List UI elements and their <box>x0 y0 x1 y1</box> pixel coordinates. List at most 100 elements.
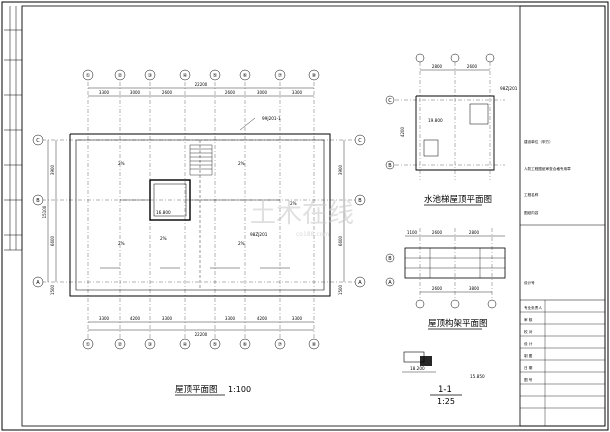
dim-right-seg: 3900 <box>338 164 343 175</box>
roof-outline <box>69 133 331 297</box>
row-bubble-label: B <box>388 256 392 262</box>
column-bubble-label: ③ <box>148 73 152 79</box>
column-bubble-label: ⑦ <box>278 73 283 79</box>
title-block-date: 日 期 <box>524 365 533 370</box>
title-block-content: 图纸内容 <box>524 210 539 215</box>
stair-hatch <box>189 144 213 176</box>
dim-bottom-seg: 3300 <box>292 316 303 321</box>
dim-left-seg: 6600 <box>50 235 55 246</box>
dim-tank-left: 4200 <box>400 126 405 137</box>
title-block-client: 建设单位（甲方） <box>524 139 553 144</box>
dim-frame-bottom: 2600 <box>432 286 443 291</box>
roof-plan-grid <box>42 82 355 338</box>
dim-tank-top: 2800 <box>432 64 443 69</box>
tank-roof-plan: C B 2800 2600 4200 19.800 98ZJ201 水池梯屋顶平… <box>385 53 518 206</box>
column-bubble-label: ⑧ <box>312 73 317 79</box>
ref-code: 98ZJ201 <box>500 86 518 91</box>
column-bubble-label: ⑥ <box>243 342 248 348</box>
title-block-design-no: 设计号 <box>524 280 535 285</box>
roof-plan: ① ② ③ ④ ⑤ ⑥ ⑦ ⑧ ① ② ③ ④ ⑤ <box>32 69 366 396</box>
column-bubble-label: ⑤ <box>213 73 217 79</box>
dim-right-seg: 1500 <box>338 284 343 295</box>
slope-mark: 2% <box>160 236 167 241</box>
column-bubble-label: ⑥ <box>243 73 248 79</box>
dim-right-seg: 6600 <box>338 235 343 246</box>
section-elevation: 15.850 <box>470 374 485 379</box>
title-block-sheet-no: 图 号 <box>524 377 533 382</box>
row-bubble-label: C <box>358 138 362 144</box>
dim-bottom-seg: 4200 <box>130 316 141 321</box>
dim-bottom-seg: 3300 <box>99 316 110 321</box>
slope-mark: 2% <box>238 161 245 166</box>
dim-bottom-seg: 3300 <box>162 316 173 321</box>
row-bubble-label: B <box>358 198 362 204</box>
section-1-1: 18.200 1-1 1:25 15.850 <box>402 351 485 406</box>
roof-plan-row-bubbles: C B A C B A <box>32 134 366 288</box>
watermark-brand: 土木在线 <box>250 199 354 229</box>
dim-top-seg: 2600 <box>162 90 173 95</box>
dim-top-seg: 3300 <box>292 90 303 95</box>
row-bubble-label: A <box>358 280 362 286</box>
title-block-review: 审 核 <box>524 317 533 322</box>
watermark-url: co188.com <box>296 231 329 238</box>
row-bubble-label: C <box>36 138 40 144</box>
frame-plan: B A 1100 2600 2800 2600 3800 屋顶构架平面图 <box>385 228 506 330</box>
dim-frame-top: 1100 <box>407 230 418 235</box>
drain-arrows <box>100 117 290 269</box>
dim-bottom-seg: 4200 <box>257 316 268 321</box>
elevation-label: 19.800 <box>428 118 443 123</box>
column-bubble-label: ④ <box>183 342 188 348</box>
dim-frame-bottom: 3800 <box>469 286 480 291</box>
tank-roof-title: 水池梯屋顶平面图 <box>424 194 492 205</box>
roof-plan-column-bubbles-bottom: ① ② ③ ④ ⑤ ⑥ ⑦ ⑧ <box>82 338 320 350</box>
title-block-design: 设 计 <box>524 341 533 346</box>
column-bubble-label: ① <box>86 73 91 79</box>
dim-top-seg: 3000 <box>130 90 141 95</box>
column-bubble-label: ⑦ <box>278 342 283 348</box>
row-bubble-label: A <box>388 280 392 286</box>
slope-mark: 2% <box>118 161 125 166</box>
ref-code: 98ZJ201 <box>250 232 268 237</box>
elevation-label: 16.800 <box>156 210 171 215</box>
row-bubble-label: B <box>36 198 40 204</box>
dim-left-seg: 1500 <box>50 284 55 295</box>
column-bubble-label: ② <box>118 342 123 348</box>
column-bubble-label: ⑧ <box>312 342 317 348</box>
dim-left-seg: 3900 <box>50 164 55 175</box>
dim-frame-top: 2800 <box>469 230 480 235</box>
row-bubble-label: A <box>36 280 40 286</box>
title-block: 建设单位（甲方） 人防工程图纸审查合格专用章 工程名称 图纸内容 设计号 专业负… <box>519 5 606 427</box>
dim-top-total: 22200 <box>195 82 208 87</box>
dim-tank-top: 2600 <box>467 64 478 69</box>
section-title: 1-1 <box>438 385 452 395</box>
slope-mark: 2% <box>238 241 245 246</box>
watermark: 土木在线 co188.com <box>250 199 354 238</box>
roof-plan-scale: 1:100 <box>228 385 251 394</box>
roof-plan-title: 屋顶平面图 <box>175 385 218 395</box>
column-bubble-label: ⑤ <box>213 342 217 348</box>
row-bubble-label: B <box>388 163 392 169</box>
dim-bottom-total: 22200 <box>195 332 208 337</box>
ref-code: 99J201-1 <box>262 116 281 121</box>
roof-plan-dimension-lines <box>47 87 345 331</box>
title-block-draw: 制 图 <box>524 353 533 358</box>
column-bubble-label: ④ <box>183 73 188 79</box>
slope-mark: 2% <box>290 201 297 206</box>
title-block-lead: 专业负责人 <box>524 305 542 310</box>
binding-strip <box>4 6 23 251</box>
dim-bottom-seg: 3300 <box>225 316 236 321</box>
dim-left-total: 15100 <box>42 205 47 218</box>
row-bubble-label: C <box>388 98 392 104</box>
title-block-stamp: 人防工程图纸审查合格专用章 <box>524 166 571 171</box>
column-bubble-label: ③ <box>148 342 152 348</box>
dim-top-seg: 3000 <box>257 90 268 95</box>
frame-plan-title: 屋顶构架平面图 <box>428 318 488 329</box>
dim-frame-top: 2600 <box>432 230 443 235</box>
slope-mark: 2% <box>118 241 125 246</box>
dim-top-seg: 3300 <box>99 90 110 95</box>
column-bubble-label: ② <box>118 73 123 79</box>
section-elevation: 18.200 <box>410 366 425 371</box>
section-scale: 1:25 <box>437 397 455 406</box>
